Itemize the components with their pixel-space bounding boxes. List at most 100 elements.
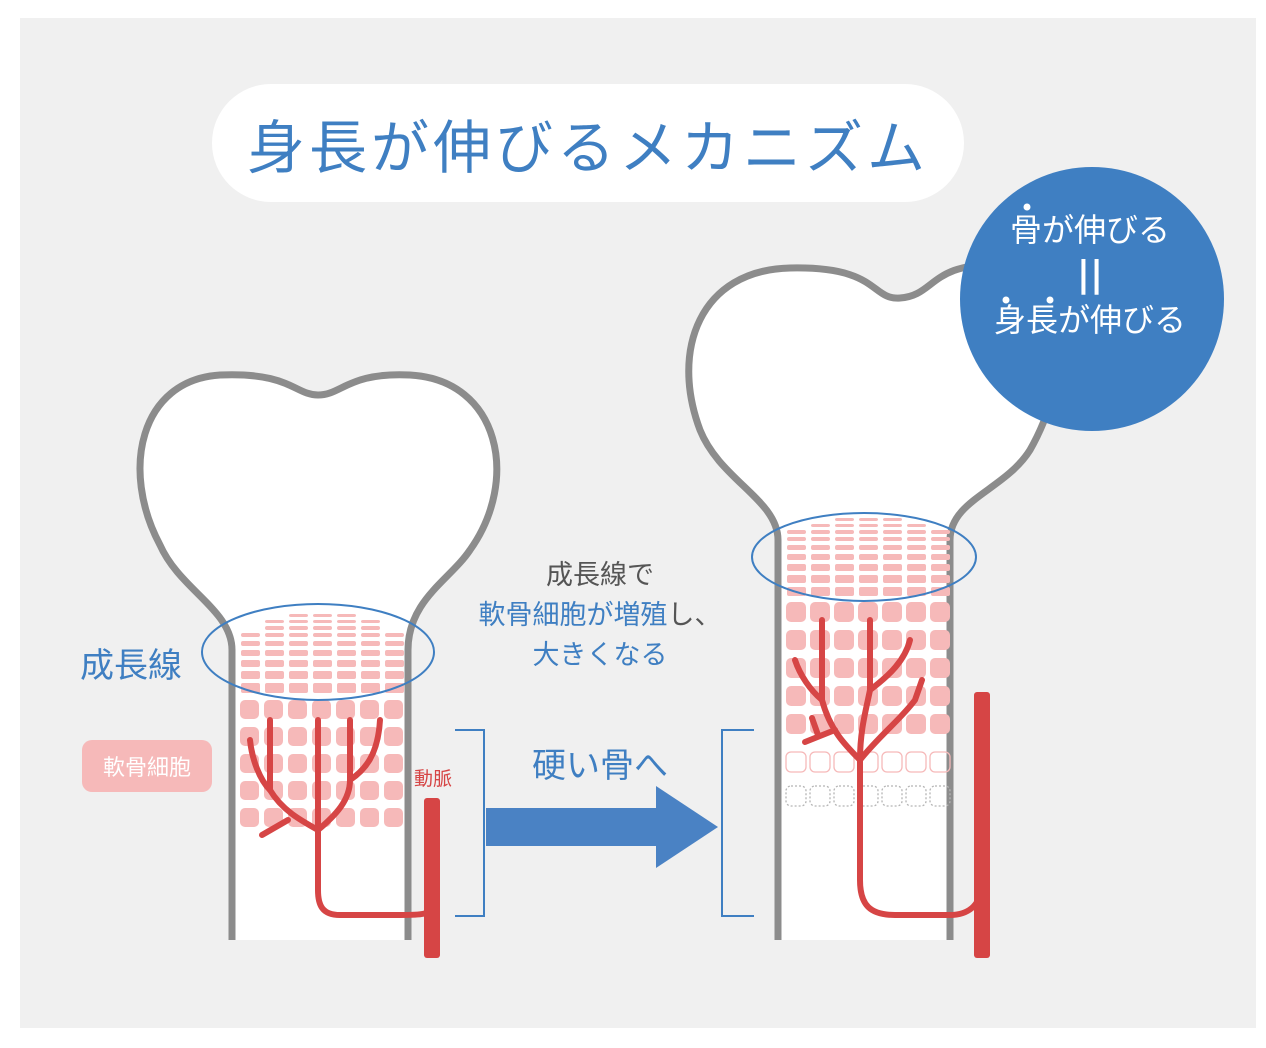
flat-cell: [859, 554, 878, 560]
artery-label: 動脈: [414, 768, 453, 790]
flat-cell: [907, 537, 926, 541]
flat-cell: [811, 545, 830, 550]
round-cell: [834, 658, 854, 678]
explanation-line-1: 成長線で: [546, 560, 654, 591]
flat-cell: [787, 545, 806, 550]
empty-cell: [929, 785, 951, 807]
empty-cell: [905, 785, 927, 807]
explanation-line-3: 大きくなる: [532, 640, 668, 671]
empty-cell: [809, 751, 831, 773]
flat-cell: [337, 620, 356, 623]
flat-cell: [811, 587, 830, 596]
round-cell: [288, 727, 307, 746]
flat-cell: [289, 633, 308, 637]
flat-cell: [811, 537, 830, 541]
round-cell: [312, 781, 331, 800]
flat-cell: [289, 671, 308, 679]
flat-cell: [313, 660, 332, 667]
right-bracket: [721, 729, 754, 917]
flat-cell: [361, 660, 380, 667]
round-cell: [384, 808, 403, 827]
round-cell: [786, 630, 806, 650]
flat-cell: [361, 683, 380, 693]
round-cell: [906, 658, 926, 678]
flat-cell: [931, 564, 950, 571]
round-cell: [786, 714, 806, 734]
flat-cell: [883, 537, 902, 541]
flat-cell: [907, 524, 926, 527]
flat-cell: [289, 620, 308, 623]
flat-cell: [835, 545, 854, 550]
flat-cell: [811, 530, 830, 534]
flat-cell: [931, 530, 950, 534]
round-cell: [312, 700, 331, 719]
round-cell: [882, 602, 902, 622]
flat-cell: [835, 564, 854, 571]
summary-equals: ||: [1076, 254, 1104, 295]
left-bracket: [455, 729, 485, 917]
flat-cell: [313, 633, 332, 637]
flat-cell: [241, 650, 260, 656]
round-cell: [264, 754, 283, 773]
empty-cell: [785, 785, 807, 807]
round-cell: [312, 754, 331, 773]
flat-cell: [787, 537, 806, 541]
round-cell: [240, 727, 259, 746]
right-bone: [685, 261, 1064, 958]
flat-cell: [811, 564, 830, 571]
flat-cell: [883, 545, 902, 550]
flat-cell: [859, 545, 878, 550]
flat-cell: [883, 587, 902, 596]
flat-cell: [361, 650, 380, 656]
round-cell: [240, 781, 259, 800]
round-cell: [360, 781, 379, 800]
explanation-line-2-tail: し、: [667, 600, 722, 631]
flat-cell: [931, 537, 950, 541]
flat-cell: [883, 564, 902, 571]
flat-cell: [313, 620, 332, 623]
flat-cell: [835, 537, 854, 541]
flat-cell: [907, 530, 926, 534]
round-cell: [384, 754, 403, 773]
flat-cell: [289, 650, 308, 656]
flat-cell: [337, 633, 356, 637]
flat-cell: [835, 575, 854, 583]
empty-cell: [833, 751, 855, 773]
flat-cell: [385, 660, 404, 667]
empty-cell: [785, 751, 807, 773]
flat-cell: [883, 554, 902, 560]
round-cell: [834, 602, 854, 622]
empty-cell: [833, 785, 855, 807]
summary-height-grows: 身長が伸びる: [993, 301, 1186, 339]
flat-cell: [241, 671, 260, 679]
explanation-line-2-highlight: 軟骨細胞が増殖: [478, 600, 668, 631]
empty-cell: [881, 785, 903, 807]
round-cell: [384, 700, 403, 719]
flat-cell: [313, 614, 332, 617]
round-cell: [930, 630, 950, 650]
flat-cell: [361, 633, 380, 637]
flat-cell: [265, 650, 284, 656]
flat-cell: [265, 626, 284, 630]
flat-cell: [337, 641, 356, 646]
flat-cell: [241, 660, 260, 667]
flat-cell: [265, 660, 284, 667]
flat-cell: [337, 683, 356, 693]
flat-cell: [883, 575, 902, 583]
flat-cell: [859, 524, 878, 527]
round-cell: [858, 602, 878, 622]
flat-cell: [811, 575, 830, 583]
round-cell: [336, 700, 355, 719]
summary-circle: [960, 167, 1224, 431]
round-cell: [312, 727, 331, 746]
flat-cell: [361, 671, 380, 679]
round-cell: [834, 686, 854, 706]
round-cell: [786, 602, 806, 622]
round-cell: [906, 714, 926, 734]
flat-cell: [835, 554, 854, 560]
flat-cell: [265, 641, 284, 646]
explanation-text: 成長線で 軟骨細胞が増殖し、 大きくなる: [440, 556, 760, 676]
flat-cell: [931, 587, 950, 596]
flat-cell: [265, 633, 284, 637]
flat-cell: [289, 614, 308, 617]
